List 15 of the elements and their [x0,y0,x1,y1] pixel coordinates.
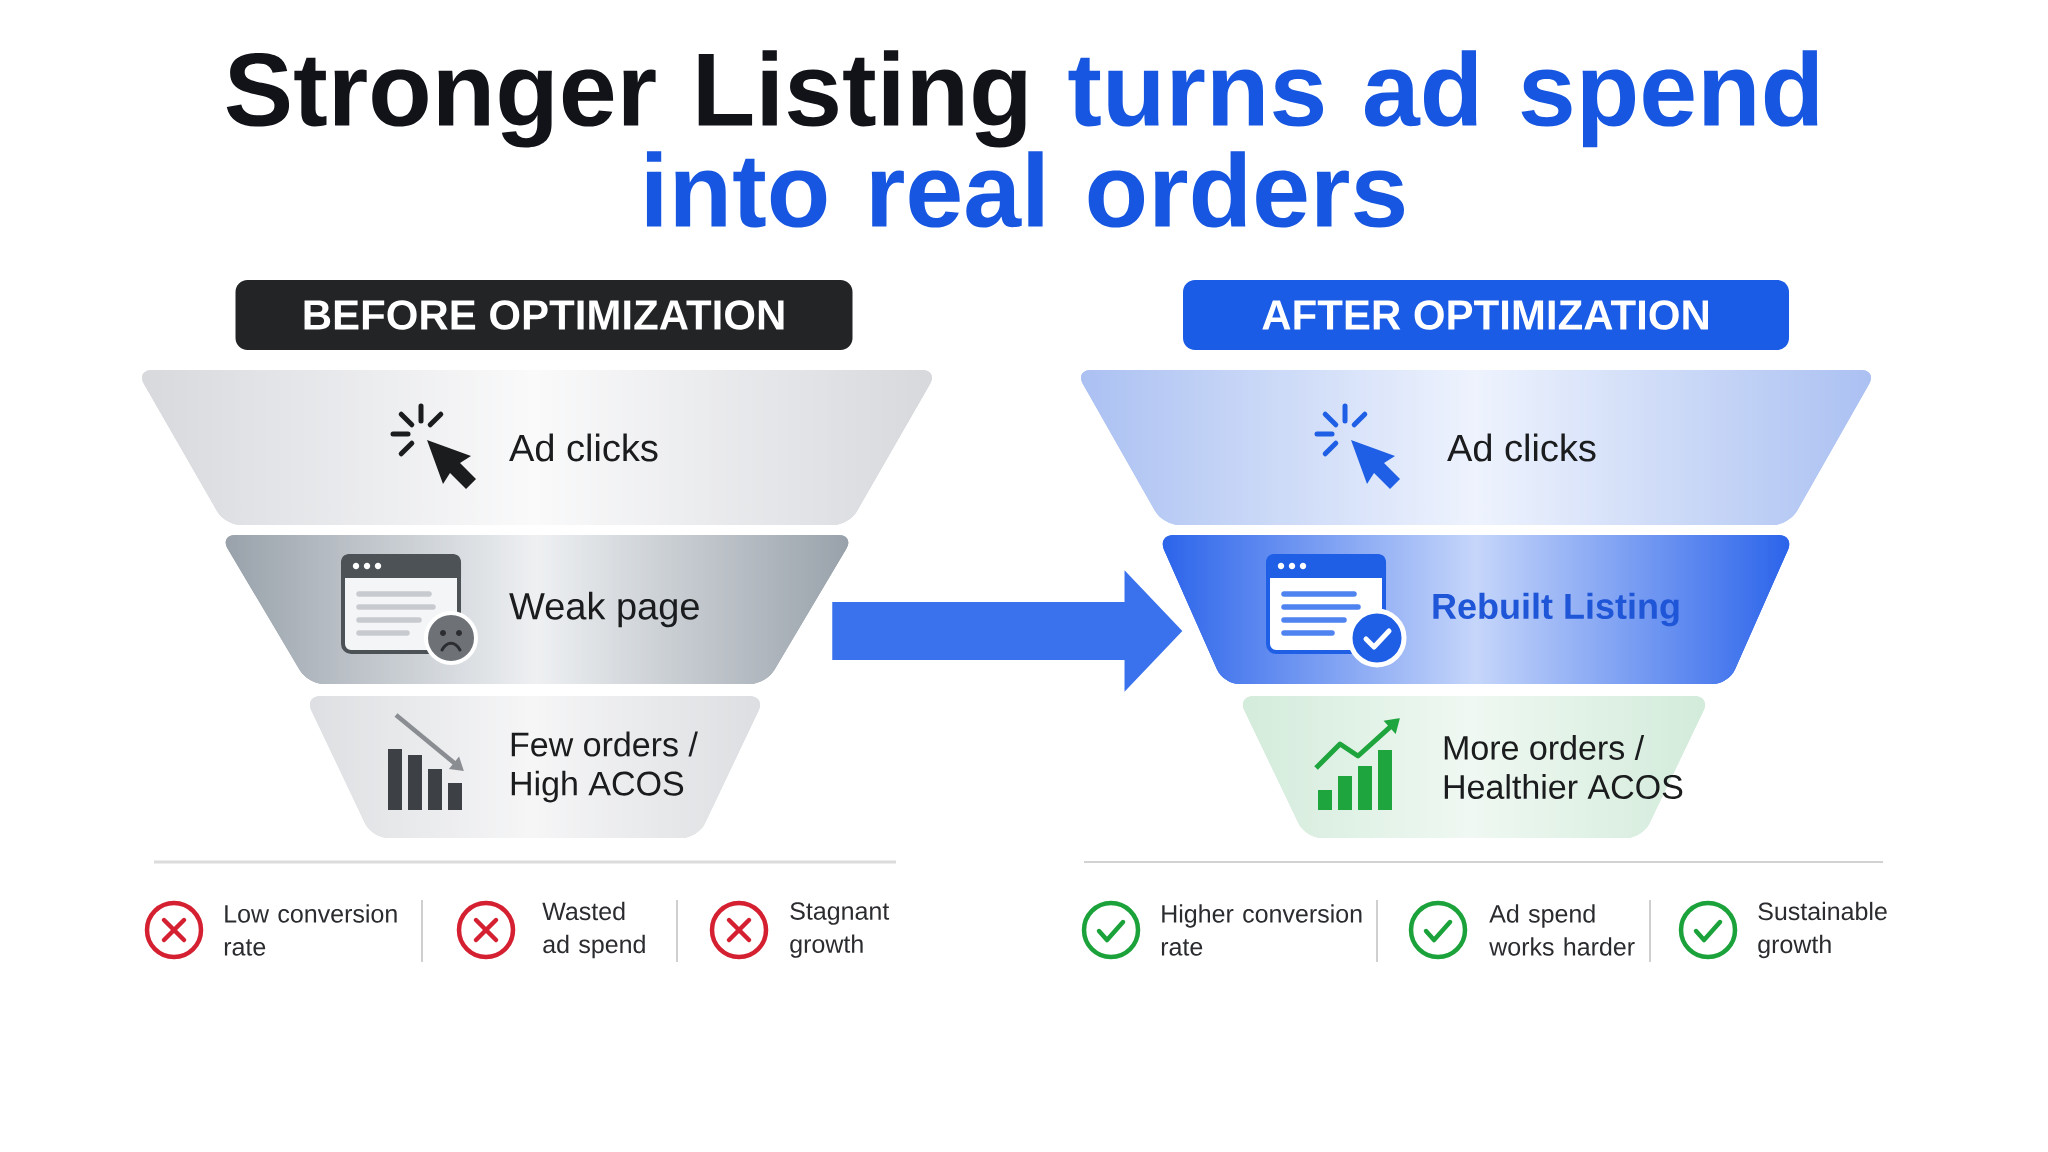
stage-label: Ad clicks [1447,433,1596,462]
outcome-text: Stagnant growth [790,902,890,958]
outcome-text: Wasted ad spend [542,901,645,959]
outcome-text: Sustainable growth [1758,901,1887,959]
outcome-text: Higher conversion rate [1161,904,1362,956]
title: Stronger Listing turns ad spend into real orders [226,50,1818,228]
outcome-text: Low conversion rate [224,904,397,956]
stage-label: Rebuilt Listing [1433,592,1679,627]
stage-label: Ad clicks [509,433,658,462]
header-bar: BEFORE OPTIMIZATION [235,280,853,350]
header-bar: AFTER OPTIMIZATION [1183,280,1789,350]
stage-label: Weak page [509,591,699,628]
stage-label: Few orders / High ACOS [511,731,698,803]
stage-label: More orders / Healthier ACOS [1444,734,1683,800]
outcome-text: Ad spend works harder [1489,904,1635,956]
